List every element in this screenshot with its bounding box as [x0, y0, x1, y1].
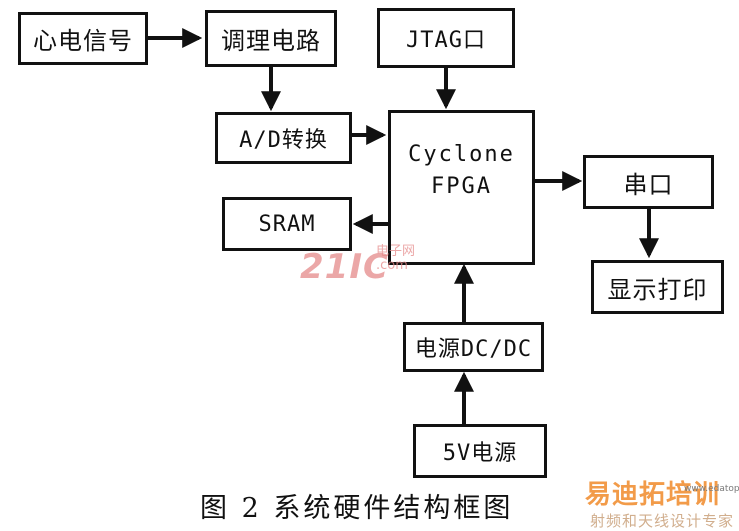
watermark-slogan: 射频和天线设计专家 — [590, 512, 735, 530]
watermark-21ic-subtext-2: .com — [376, 258, 408, 273]
node-display-print-label: 显示打印 — [607, 275, 708, 304]
node-ecg-signal-label: 心电信号 — [33, 27, 133, 55]
node-ad-converter-label: A/D转换 — [239, 128, 328, 153]
node-sram-label: SRAM — [258, 211, 316, 237]
node-sram: SRAM — [222, 197, 352, 251]
node-fpga-line1: Cyclone — [408, 142, 515, 167]
node-jtag-port-label: JTAG口 — [406, 28, 486, 53]
node-power-dcdc: 电源DC/DC — [403, 322, 544, 372]
watermark-brand-logo: 易迪拓培训 — [585, 480, 721, 510]
node-power-5v-label: 5V电源 — [442, 441, 518, 466]
watermark-21ic-logo: 21IC — [300, 247, 389, 287]
watermark-site-url: www.edatop.com — [684, 484, 739, 494]
node-power-dcdc-label: 电源DC/DC — [414, 337, 533, 362]
node-ad-converter: A/D转换 — [215, 112, 352, 164]
node-conditioning-circuit: 调理电路 — [205, 10, 337, 67]
node-jtag-port: JTAG口 — [377, 8, 515, 68]
node-fpga: Cyclone FPGA — [388, 110, 535, 265]
node-conditioning-circuit-label: 调理电路 — [221, 27, 321, 55]
watermark-21ic-subtext-1: 电子网 — [376, 244, 416, 259]
watermark-21ic-subtext: 电子网 .com — [376, 245, 415, 273]
figure-caption: 图 2 系统硬件结构框图 — [200, 493, 514, 524]
node-power-5v: 5V电源 — [413, 424, 547, 478]
node-display-print: 显示打印 — [591, 260, 724, 314]
node-fpga-line2: FPGA — [431, 174, 492, 199]
node-serial-port: 串口 — [583, 155, 714, 209]
node-serial-port-label: 串口 — [623, 170, 674, 199]
node-ecg-signal: 心电信号 — [18, 12, 148, 65]
node-fpga-text: Cyclone FPGA — [391, 139, 532, 203]
